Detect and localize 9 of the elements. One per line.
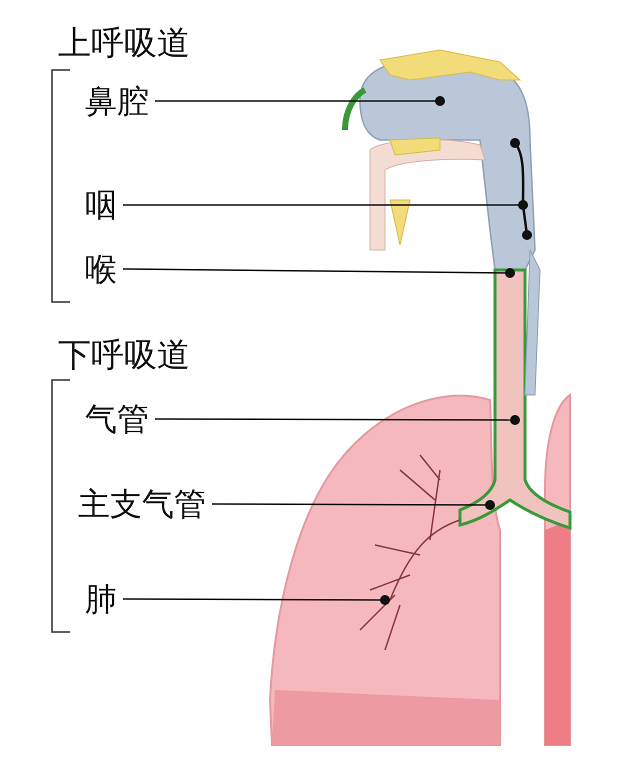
leader-line [212,500,495,510]
leader-line [155,96,445,106]
leader-line [123,200,528,210]
section-heading: 上呼吸道 [58,25,190,61]
part-label: 鼻腔 [85,82,149,120]
leader-line [155,415,520,425]
leader-line [123,595,390,605]
section-heading: 下呼吸道 [58,337,190,373]
leader-line [123,268,515,278]
